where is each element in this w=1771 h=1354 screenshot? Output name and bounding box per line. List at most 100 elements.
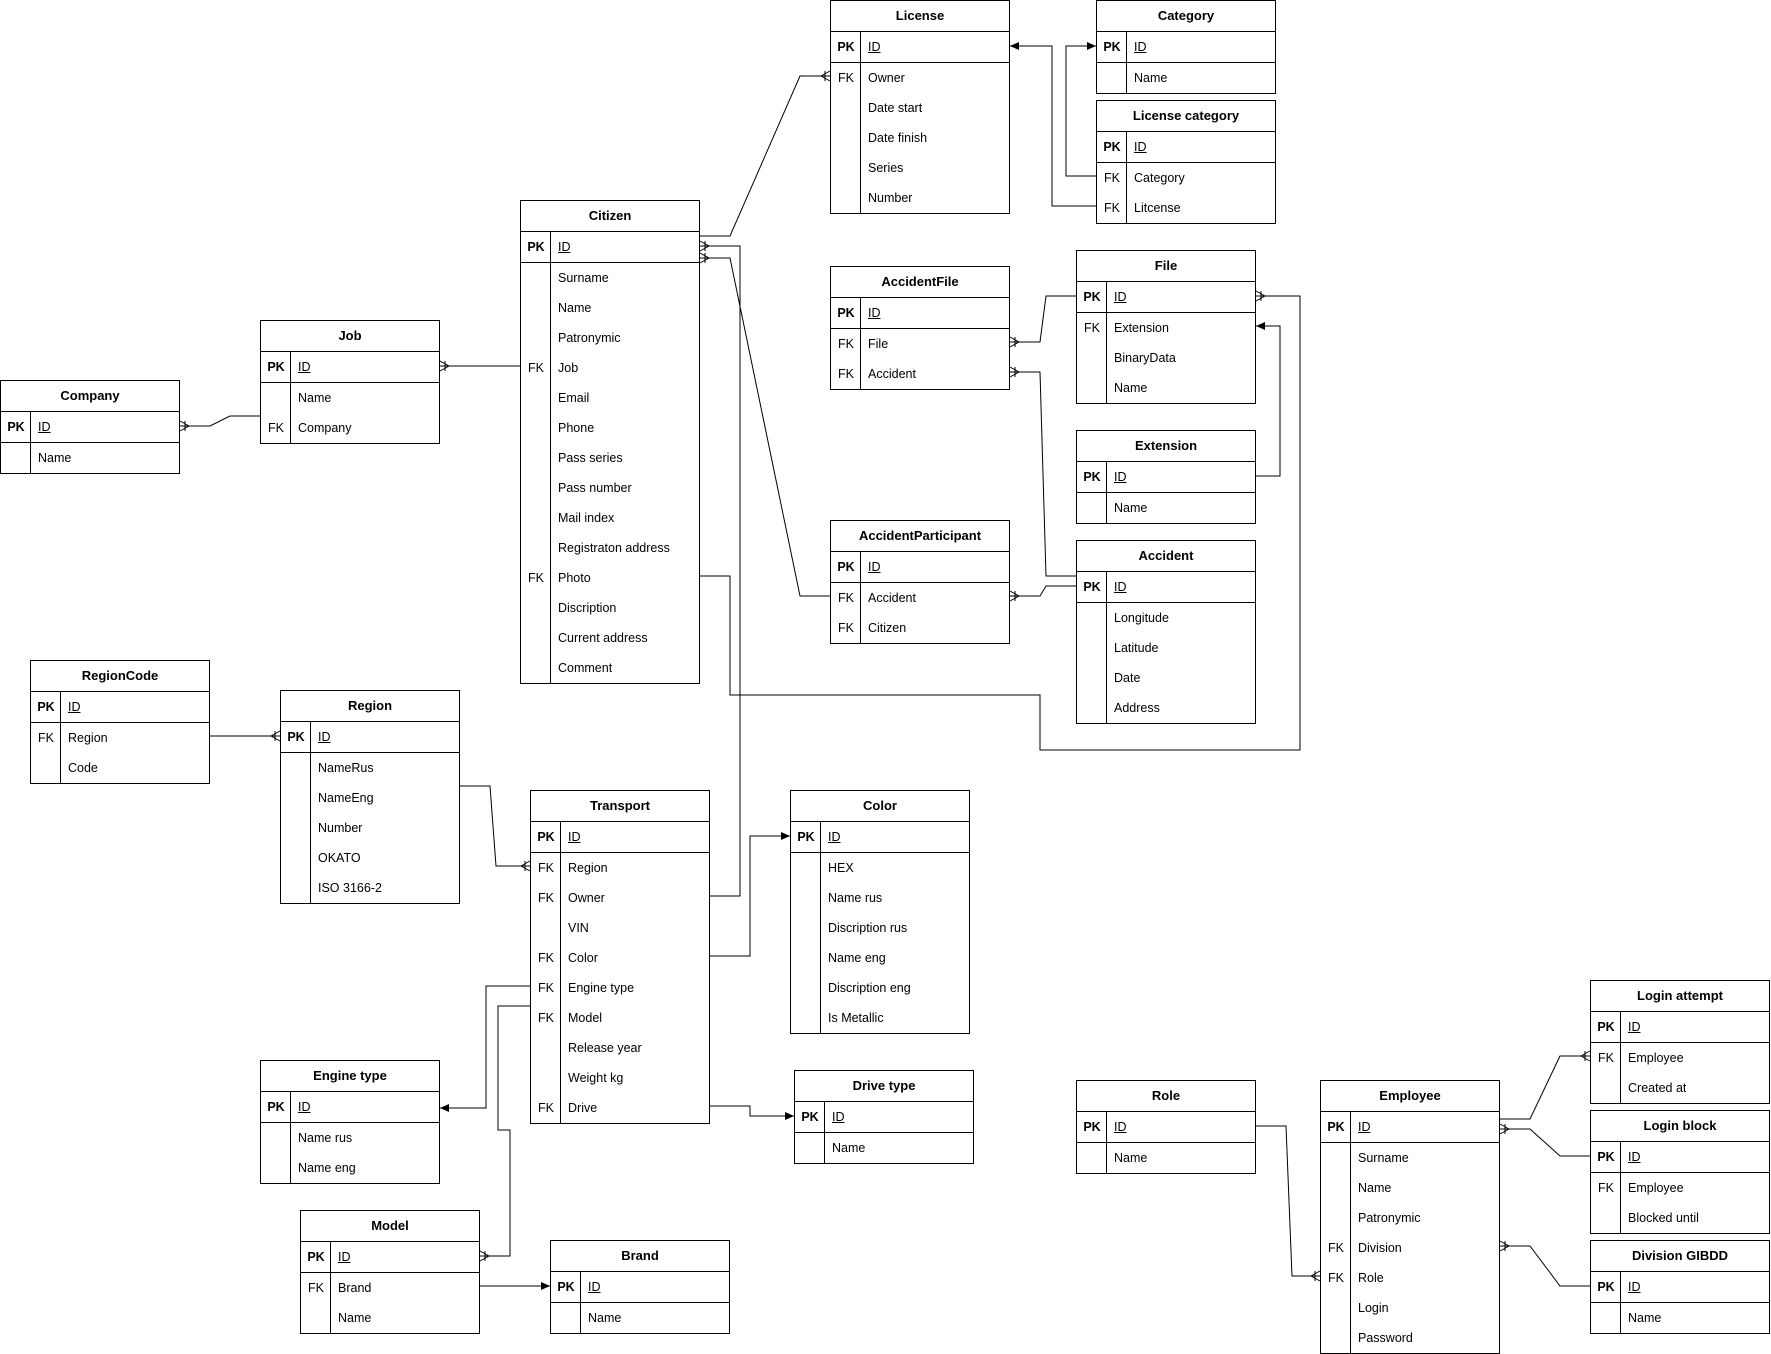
- key-marker: [521, 323, 551, 353]
- field-name: Comment: [558, 661, 613, 675]
- field-name: Pass series: [558, 451, 623, 465]
- edge-transport-color: [710, 835, 790, 957]
- table-row: Patronymic: [1321, 1203, 1499, 1233]
- table-row: Name: [301, 1303, 479, 1333]
- key-marker: [301, 1303, 331, 1333]
- field-name: Category: [1134, 171, 1185, 185]
- key-marker: [831, 93, 861, 123]
- key-marker: [261, 383, 291, 413]
- key-marker: [531, 1063, 561, 1093]
- field-name: ID: [318, 730, 331, 744]
- arrow-head: [541, 1282, 550, 1290]
- field-name: ID: [1134, 140, 1147, 154]
- key-marker: [1077, 633, 1107, 663]
- field-name: ISO 3166-2: [318, 881, 382, 895]
- field-name: Number: [318, 821, 363, 835]
- key-marker: FK: [538, 1101, 554, 1115]
- key-marker: PK: [1083, 290, 1101, 304]
- key-marker: PK: [37, 700, 55, 714]
- key-marker: FK: [538, 861, 554, 875]
- key-marker: [791, 883, 821, 913]
- key-marker: [521, 443, 551, 473]
- field-name: BinaryData: [1114, 351, 1176, 365]
- field-name: ID: [1114, 290, 1127, 304]
- field-name: File: [868, 337, 889, 351]
- table-title: Login attempt: [1591, 981, 1769, 1012]
- field-name: Surname: [1358, 1151, 1409, 1165]
- table-row: Discription: [521, 593, 699, 623]
- field-name: Region: [68, 731, 108, 745]
- table-row: Email: [521, 383, 699, 413]
- field-name: Code: [68, 761, 98, 775]
- key-marker: FK: [1328, 1241, 1344, 1255]
- field-name: Name: [1114, 501, 1148, 515]
- table-row: Discription eng: [791, 973, 969, 1003]
- field-name: Job: [558, 361, 579, 375]
- arrow-head: [1087, 42, 1096, 50]
- key-marker: [831, 183, 861, 213]
- crowfoot-marker: [479, 1250, 490, 1262]
- key-marker: PK: [1103, 40, 1121, 54]
- table-title: Region: [281, 691, 459, 722]
- table-row: Latitude: [1077, 633, 1255, 663]
- table-title: Extension: [1077, 431, 1255, 462]
- key-marker: FK: [1104, 171, 1120, 185]
- table-row: Name: [795, 1133, 973, 1163]
- field-name: Series: [868, 161, 904, 175]
- table-row: Weight kg: [531, 1063, 709, 1093]
- key-marker: FK: [1598, 1181, 1614, 1195]
- field-name: Is Metallic: [828, 1011, 884, 1025]
- key-marker: FK: [838, 621, 854, 635]
- key-marker: PK: [1597, 1280, 1615, 1294]
- table-title: Brand: [551, 1241, 729, 1272]
- table-row: FK Region: [531, 853, 709, 883]
- field-name: Email: [558, 391, 590, 405]
- field-name: Name eng: [298, 1161, 356, 1175]
- key-marker: PK: [1083, 580, 1101, 594]
- key-marker: [1591, 1203, 1621, 1233]
- crowfoot-marker: [820, 70, 831, 82]
- field-name: Owner: [568, 891, 605, 905]
- key-marker: FK: [1104, 201, 1120, 215]
- field-name: Region: [568, 861, 608, 875]
- crowfoot-marker: [1255, 290, 1266, 302]
- field-name: Color: [568, 951, 598, 965]
- table-row: ISO 3166-2: [281, 873, 459, 903]
- key-marker: FK: [538, 951, 554, 965]
- table-title: Citizen: [521, 201, 699, 232]
- field-name: Discription eng: [828, 981, 911, 995]
- key-marker: [531, 1033, 561, 1063]
- table-title: Accident: [1077, 541, 1255, 572]
- key-marker: [1321, 1173, 1351, 1203]
- arrow-head: [440, 1104, 449, 1112]
- field-name: ID: [868, 306, 881, 320]
- table-title: AccidentParticipant: [831, 521, 1009, 552]
- key-marker: [521, 533, 551, 563]
- table-title: Division GIBDD: [1591, 1241, 1769, 1272]
- table-title: Job: [261, 321, 439, 352]
- field-name: Phone: [558, 421, 595, 435]
- field-name: ID: [558, 240, 571, 254]
- field-name: ID: [1628, 1280, 1641, 1294]
- table-row: Patronymic: [521, 323, 699, 353]
- field-name: VIN: [568, 921, 589, 935]
- key-marker: [1321, 1143, 1351, 1173]
- table-row: Name: [1321, 1173, 1499, 1203]
- table-title: Transport: [531, 791, 709, 822]
